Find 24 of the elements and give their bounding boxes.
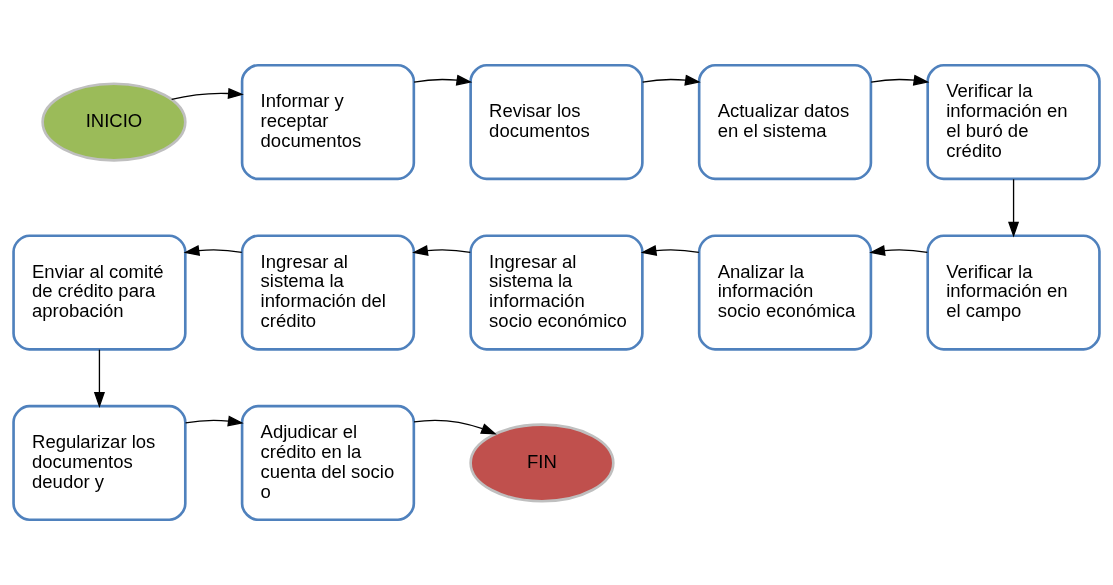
arrow bbox=[413, 74, 473, 86]
arrow bbox=[170, 87, 244, 101]
node-box: Enviar al comité de crédito para aprobación bbox=[12, 234, 187, 351]
node-box: Informar y receptar documentos bbox=[240, 63, 416, 181]
arrow bbox=[869, 245, 928, 257]
node-ellipse: INICIO bbox=[41, 82, 187, 162]
node-box: Ingresar al sistema la información socio económico bbox=[469, 234, 644, 351]
arrow bbox=[642, 74, 701, 86]
arrow bbox=[412, 245, 471, 257]
node-box: Regularizar los documentos deudor y bbox=[12, 404, 187, 522]
node-box: Verificar la información en el campo bbox=[926, 234, 1101, 351]
arrow bbox=[413, 419, 497, 435]
node-box: Analizar la información socio económica bbox=[697, 234, 873, 351]
arrow bbox=[640, 245, 700, 257]
node-box: Ingresar al sistema la información del crédito bbox=[240, 234, 416, 351]
arrow bbox=[1008, 178, 1020, 238]
node-box: Revisar los documentos bbox=[469, 63, 644, 181]
node-box: Actualizar datos en el sistema bbox=[697, 63, 873, 181]
arrow bbox=[93, 349, 105, 408]
arrow bbox=[183, 245, 243, 257]
arrow bbox=[184, 415, 244, 427]
node-box: Adjudicar el crédito en la cuenta del socio o bbox=[240, 404, 416, 522]
node-box: Verificar la información en el buró de crédito bbox=[926, 63, 1101, 181]
arrow bbox=[870, 74, 930, 86]
